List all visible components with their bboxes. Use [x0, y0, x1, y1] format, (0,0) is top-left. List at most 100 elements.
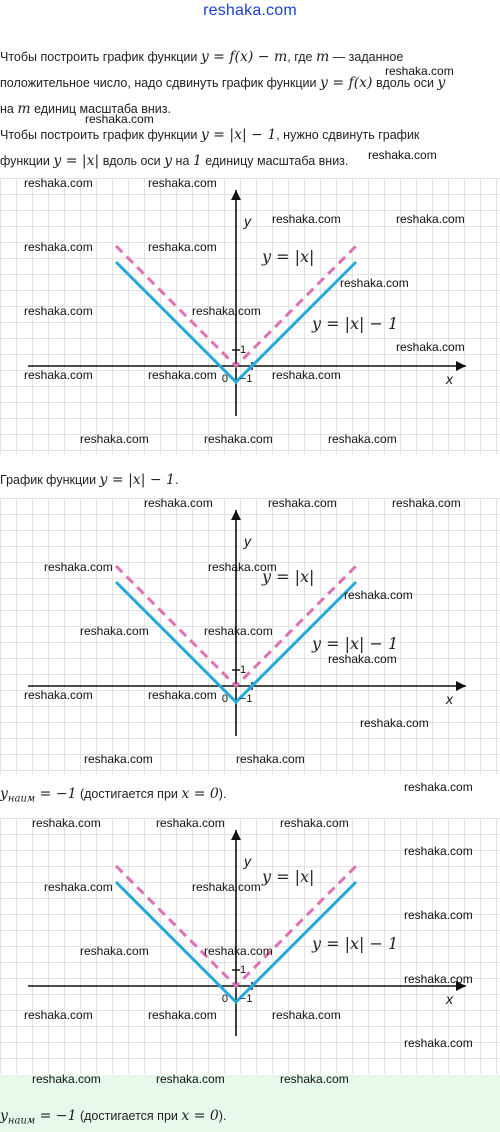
watermark: reshaka.com	[24, 176, 93, 190]
watermark: reshaka.com	[24, 368, 93, 382]
answer-band	[0, 1075, 500, 1132]
label-shift: y = |x| − 1	[311, 634, 398, 653]
y-axis-label: y	[243, 853, 252, 869]
y-axis-label: y	[243, 533, 252, 549]
watermark: reshaka.com	[360, 716, 429, 730]
watermark: reshaka.com	[272, 212, 341, 226]
tick-pos-label: 1	[240, 664, 246, 676]
watermark: reshaka.com	[32, 1072, 101, 1086]
label-shift: y = |x| − 1	[311, 314, 398, 333]
watermark: reshaka.com	[236, 752, 305, 766]
y-axis-arrow	[231, 510, 241, 520]
x-axis-label: x	[445, 691, 454, 707]
y-axis-arrow	[231, 190, 241, 200]
graph-1: 0 1 −1 x y y = |x| y = |x| − 1	[0, 178, 500, 454]
watermark: reshaka.com	[204, 944, 273, 958]
watermark: reshaka.com	[148, 1008, 217, 1022]
tick-neg-label: −1	[240, 993, 253, 1005]
label-abs: y = |x|	[261, 247, 314, 266]
watermark: reshaka.com	[24, 304, 93, 318]
graph-2: 0 1 −1 x y y = |x| y = |x| − 1	[0, 498, 500, 774]
formula-target: y = |x| − 1	[200, 127, 277, 143]
watermark: reshaka.com	[392, 496, 461, 510]
watermark: reshaka.com	[204, 624, 273, 638]
watermark: reshaka.com	[156, 1072, 225, 1086]
formula-abs: y = |x|	[53, 153, 100, 169]
watermark: reshaka.com	[340, 276, 409, 290]
y-axis-arrow	[231, 830, 241, 840]
watermark: reshaka.com	[404, 844, 473, 858]
watermark: reshaka.com	[272, 1008, 341, 1022]
graph-caption: График функции y = |x| − 1.	[0, 472, 179, 488]
graph-svg: 0 1 −1 x y y = |x| y = |x| − 1	[28, 190, 466, 416]
watermark: reshaka.com	[80, 624, 149, 638]
final-answer-line: yнаим = −1 (достигается при x = 0).	[0, 1108, 227, 1127]
watermark: reshaka.com	[148, 176, 217, 190]
watermark: reshaka.com	[204, 432, 273, 446]
watermark: reshaka.com	[80, 944, 149, 958]
watermark: reshaka.com	[148, 368, 217, 382]
watermark: reshaka.com	[268, 496, 337, 510]
watermark: reshaka.com	[85, 112, 154, 126]
watermark: reshaka.com	[24, 240, 93, 254]
answer-line: yнаим = −1 (достигается при x = 0).	[0, 786, 227, 805]
tick-pos-label: 1	[240, 964, 246, 976]
series-abs-line	[114, 564, 358, 689]
site-link[interactable]: reshaka.com	[203, 2, 297, 19]
watermark: reshaka.com	[344, 588, 413, 602]
tick-neg-label: −1	[240, 373, 253, 385]
label-abs: y = |x|	[261, 567, 314, 586]
y-axis-label: y	[243, 213, 252, 229]
tick-neg-label: −1	[240, 693, 253, 705]
watermark: reshaka.com	[156, 816, 225, 830]
step-paragraph: Чтобы построить график функции y = |x| −…	[0, 127, 420, 169]
x-axis-arrow	[456, 681, 466, 691]
origin-label: 0	[222, 993, 228, 1005]
x-axis-label: x	[445, 991, 454, 1007]
watermark: reshaka.com	[272, 368, 341, 382]
watermark: reshaka.com	[404, 972, 473, 986]
watermark: reshaka.com	[148, 688, 217, 702]
x-axis-arrow	[456, 981, 466, 991]
series-abs-line	[114, 244, 358, 369]
watermark: reshaka.com	[32, 816, 101, 830]
watermark: reshaka.com	[192, 304, 261, 318]
watermark: reshaka.com	[328, 432, 397, 446]
watermark: reshaka.com	[404, 1036, 473, 1050]
x-axis-label: x	[445, 371, 454, 387]
watermark: reshaka.com	[208, 560, 277, 574]
watermark: reshaka.com	[192, 880, 261, 894]
watermark: reshaka.com	[396, 340, 465, 354]
watermark: reshaka.com	[44, 560, 113, 574]
graph-svg: 0 1 −1 x y y = |x| y = |x| − 1	[28, 510, 466, 736]
watermark: reshaka.com	[148, 240, 217, 254]
watermark: reshaka.com	[404, 908, 473, 922]
watermark: reshaka.com	[385, 64, 454, 78]
series-shift-line	[114, 880, 358, 1005]
formula-shift: y = f(x) − m	[200, 49, 288, 65]
x-axis-arrow	[456, 361, 466, 371]
origin-label: 0	[222, 693, 228, 705]
tick-pos-label: 1	[240, 344, 246, 356]
formula-base: y = f(x)	[319, 75, 373, 91]
series-shift-line	[114, 580, 358, 705]
watermark: reshaka.com	[84, 752, 153, 766]
watermark: reshaka.com	[280, 1072, 349, 1086]
watermark: reshaka.com	[328, 652, 397, 666]
series-shift-line	[114, 260, 358, 385]
watermark: reshaka.com	[396, 212, 465, 226]
watermark: reshaka.com	[80, 432, 149, 446]
watermark: reshaka.com	[24, 688, 93, 702]
watermark: reshaka.com	[404, 780, 473, 794]
intro-paragraph: Чтобы построить график функции y = f(x) …	[0, 49, 446, 117]
origin-label: 0	[222, 373, 228, 385]
series-abs-line	[114, 864, 358, 989]
watermark: reshaka.com	[24, 1008, 93, 1022]
watermark: reshaka.com	[280, 816, 349, 830]
label-shift: y = |x| − 1	[311, 934, 398, 953]
watermark: reshaka.com	[44, 880, 113, 894]
watermark: reshaka.com	[368, 148, 437, 162]
watermark: reshaka.com	[144, 496, 213, 510]
